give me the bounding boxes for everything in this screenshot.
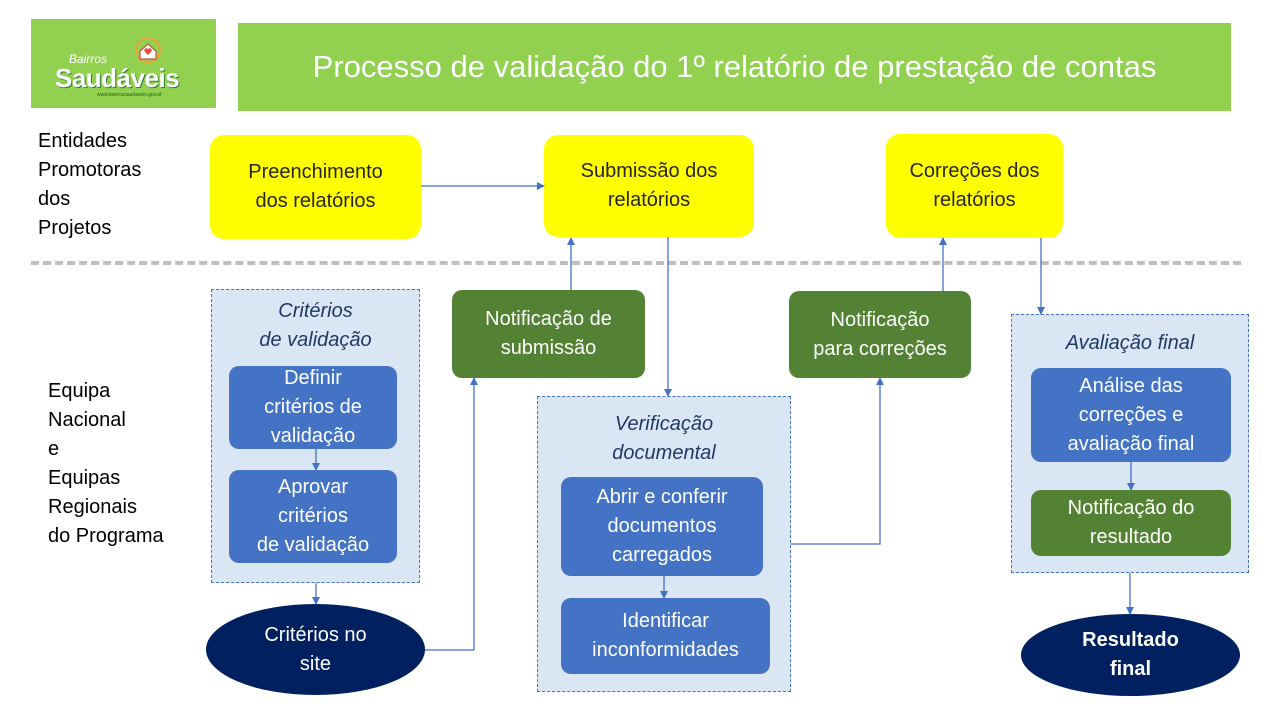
step-definir-criterios[interactable]: Definir critérios de validação — [229, 366, 397, 449]
step-label-line: dos relatórios — [255, 190, 376, 212]
step-label-line: Correções dos — [909, 160, 1040, 182]
step-aprovar-criterios[interactable]: Aprovar critérios de validação — [229, 470, 397, 563]
house-heart-icon — [135, 37, 161, 63]
step-label-line: relatórios — [933, 189, 1016, 211]
step-label-line: correções e — [1078, 403, 1184, 426]
step-label-line: inconformidades — [592, 639, 739, 661]
group-title-verificacao: Verificação documental — [538, 410, 790, 468]
logo-big-text: Saudáveis — [55, 63, 180, 93]
step-label-line: Definir — [284, 367, 342, 389]
step-notificacao-submissao[interactable]: Notificação de submissão — [452, 290, 645, 378]
group-title-line: Avaliação final — [1065, 332, 1195, 354]
step-label-line: Notificação — [830, 308, 930, 331]
step-label-line: critérios de — [264, 396, 362, 418]
lane-label-line: Nacional — [48, 409, 126, 431]
lane-label-line: Promotoras — [38, 159, 142, 181]
logo-url-text: www.bairrossaudaveis.gov.pt — [97, 92, 162, 98]
lane-label-line: Entidades — [38, 130, 127, 152]
step-label-line: resultado — [1089, 526, 1173, 548]
step-label-line: Abrir e conferir — [596, 486, 728, 508]
lane-label-line: Projetos — [38, 217, 112, 239]
step-label-line: final — [1109, 658, 1152, 680]
step-label-line: Aprovar — [277, 476, 349, 498]
step-identificar-inconformidades[interactable]: Identificar inconformidades — [561, 598, 770, 674]
step-label-line: Resultado — [1082, 629, 1179, 651]
step-abrir-conferir[interactable]: Abrir e conferir documentos carregados — [561, 477, 763, 576]
step-label-line: submissão — [500, 337, 597, 359]
lane-label-line: dos — [38, 188, 71, 210]
logo-small-text: Bairros — [69, 52, 108, 66]
arrow-verificacao-to-notif-correcoes — [791, 377, 884, 545]
group-title-line: Critérios — [278, 300, 353, 322]
step-label-line: validação — [270, 425, 356, 447]
step-label-line: Preenchimento — [248, 161, 383, 183]
lane-label-line: Equipa — [48, 380, 111, 402]
group-title-criterios: Critérios de validação — [212, 297, 419, 355]
step-label-line: Notificação de — [485, 308, 612, 330]
group-title-line: documental — [612, 442, 716, 464]
step-label-line: Notificação do — [1067, 497, 1195, 519]
step-label-line: carregados — [611, 544, 713, 566]
step-label-line: site — [299, 652, 332, 675]
step-label-line: relatórios — [607, 189, 691, 211]
step-preenchimento[interactable]: Preenchimento dos relatórios — [210, 135, 421, 239]
lane-label-line: e — [48, 438, 60, 460]
group-title-line: de validação — [259, 329, 372, 351]
step-submissao[interactable]: Submissão dos relatórios — [544, 135, 754, 237]
step-label-line: critérios — [277, 505, 348, 527]
step-label-line: Critérios no — [264, 623, 367, 646]
lane-label-line: Regionais — [48, 496, 137, 518]
arrow-oval-to-notif-submissao — [425, 377, 478, 651]
step-label-line: avaliação final — [1067, 432, 1195, 455]
lane-label-entidades: Entidades Promotoras dos Projetos — [38, 127, 141, 243]
oval-resultado-final[interactable]: Resultado final — [1021, 614, 1240, 696]
step-label-line: documentos — [607, 515, 717, 537]
lane-label-line: Equipas — [48, 467, 121, 489]
group-title-avaliacao: Avaliação final — [1012, 329, 1248, 358]
step-label-line: Submissão dos — [580, 160, 718, 182]
step-label-line: para correções — [813, 337, 947, 360]
group-title-line: Verificação — [614, 413, 714, 435]
step-label-line: de validação — [256, 534, 370, 556]
step-label-line: Análise das — [1079, 374, 1183, 397]
page-title: Processo de validação do 1º relatório de… — [238, 23, 1231, 111]
step-correcoes[interactable]: Correções dos relatórios — [886, 134, 1063, 238]
step-notificacao-correcoes[interactable]: Notificação para correções — [789, 291, 971, 378]
logo: Bairros Saudáveis www.bairrossaudaveis.g… — [31, 19, 216, 108]
step-label-line: Identificar — [622, 610, 709, 632]
step-analise-correcoes[interactable]: Análise das correções e avaliação final — [1031, 368, 1231, 462]
step-notificacao-resultado[interactable]: Notificação do resultado — [1031, 490, 1231, 556]
lane-label-line: do Programa — [48, 525, 164, 547]
lane-divider — [31, 261, 1241, 265]
oval-criterios-no-site[interactable]: Critérios no site — [206, 604, 425, 695]
lane-label-equipas: Equipa Nacional e Equipas Regionais do P… — [48, 377, 164, 551]
